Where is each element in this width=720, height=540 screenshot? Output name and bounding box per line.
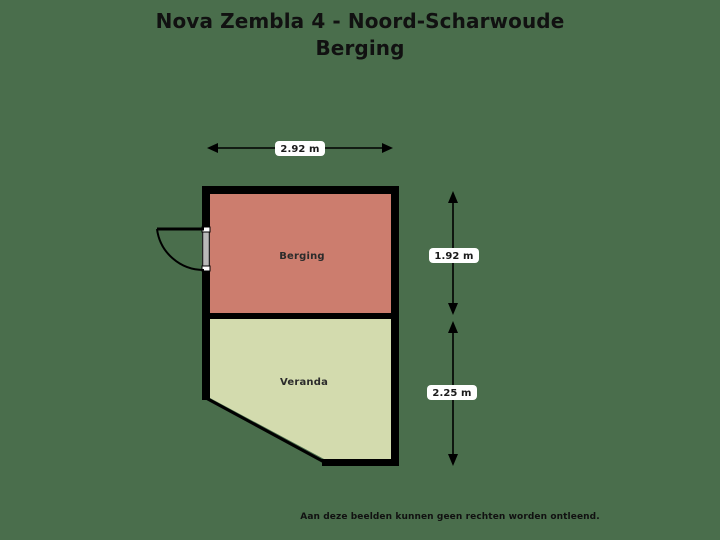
wall-top bbox=[202, 186, 399, 194]
arrowhead-right bbox=[382, 143, 393, 153]
dimension-width-top: 2.92 m bbox=[207, 141, 393, 156]
wall-right bbox=[391, 186, 399, 466]
dimension-badge-berging bbox=[429, 248, 479, 263]
room-label-berging: Berging bbox=[279, 251, 325, 262]
arrowhead-bottom bbox=[448, 303, 458, 315]
room-shape-veranda bbox=[210, 319, 391, 459]
dimension-label-veranda: 2.25 m bbox=[432, 388, 471, 399]
arrowhead-top bbox=[448, 191, 458, 203]
arrowhead-left bbox=[207, 143, 218, 153]
wall-divider bbox=[202, 313, 399, 319]
dimension-badge-width bbox=[275, 141, 325, 156]
wall-angled bbox=[205, 396, 327, 465]
door-jamb-bottom bbox=[201, 265, 211, 272]
door-panel bbox=[203, 228, 209, 270]
dimension-badge-veranda bbox=[427, 385, 477, 400]
dimension-height-berging: 1.92 m bbox=[429, 191, 479, 315]
dimension-height-veranda: 2.25 m bbox=[427, 321, 477, 466]
dimension-label-berging: 1.92 m bbox=[434, 251, 473, 262]
wall-bottom bbox=[322, 459, 399, 466]
wall-left bbox=[202, 186, 210, 400]
room-shape-berging bbox=[210, 194, 391, 313]
dimension-label-width: 2.92 m bbox=[280, 144, 319, 155]
arrowhead-top bbox=[448, 321, 458, 333]
door-swing-arc bbox=[156, 228, 205, 272]
room-label-veranda: Veranda bbox=[280, 377, 328, 388]
arrowhead-bottom bbox=[448, 454, 458, 466]
